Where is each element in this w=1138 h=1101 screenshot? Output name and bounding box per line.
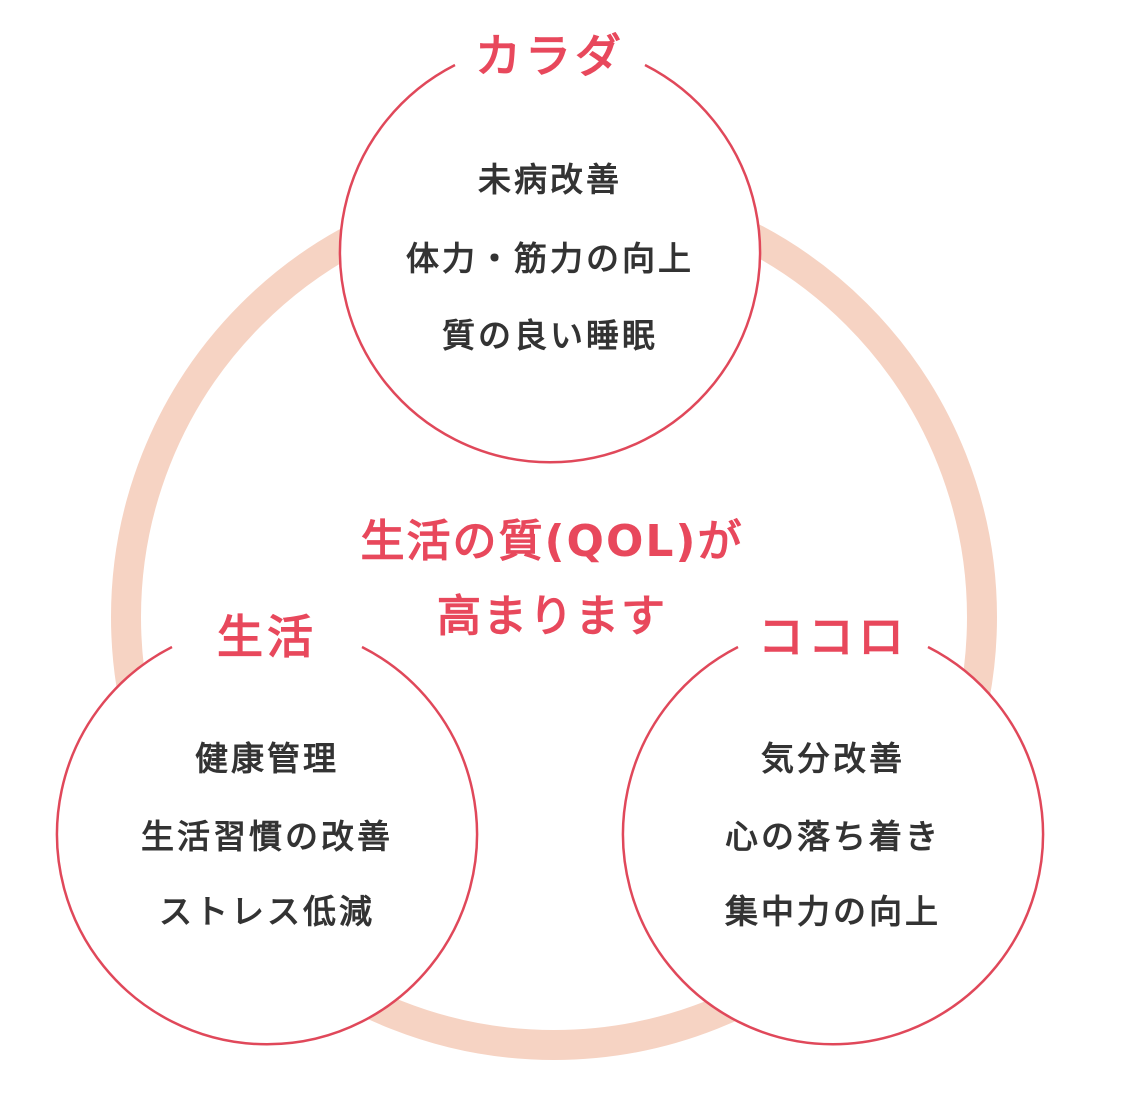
circle-karada-arc — [338, 63, 762, 464]
circle-kokoro-item-2: 心の落ち着き — [725, 817, 941, 856]
circle-karada-item-1: 未病改善 — [478, 160, 622, 199]
circle-kokoro-arc — [621, 645, 1045, 1046]
circle-kokoro: ココロ 気分改善 心の落ち着き 集中力の向上 — [621, 610, 1045, 1046]
center-headline-line1: 生活の質(QOL)が — [360, 516, 743, 567]
circle-seikatsu: 生活 健康管理 生活習慣の改善 ストレス低減 — [55, 610, 479, 1046]
circle-seikatsu-arc — [55, 645, 479, 1046]
circle-karada-outline — [340, 43, 760, 463]
circle-karada-title: カラダ — [475, 29, 625, 83]
circle-seikatsu-item-2: 生活習慣の改善 — [141, 817, 393, 856]
center-headline-line2: 高まります — [437, 591, 667, 642]
circle-kokoro-title: ココロ — [758, 610, 908, 664]
circle-kokoro-item-1: 気分改善 — [761, 739, 905, 778]
circle-kokoro-outline — [623, 624, 1043, 1044]
circle-karada: カラダ 未病改善 体力・筋力の向上 質の良い睡眠 — [338, 29, 762, 464]
circle-seikatsu-item-3: ストレス低減 — [159, 892, 375, 931]
circle-seikatsu-outline — [57, 624, 477, 1044]
circle-kokoro-item-3: 集中力の向上 — [724, 892, 941, 931]
circle-karada-item-3: 質の良い睡眠 — [442, 316, 658, 355]
circle-seikatsu-item-1: 健康管理 — [195, 739, 339, 778]
circle-seikatsu-title: 生活 — [217, 610, 317, 664]
circle-karada-item-2: 体力・筋力の向上 — [406, 239, 694, 278]
